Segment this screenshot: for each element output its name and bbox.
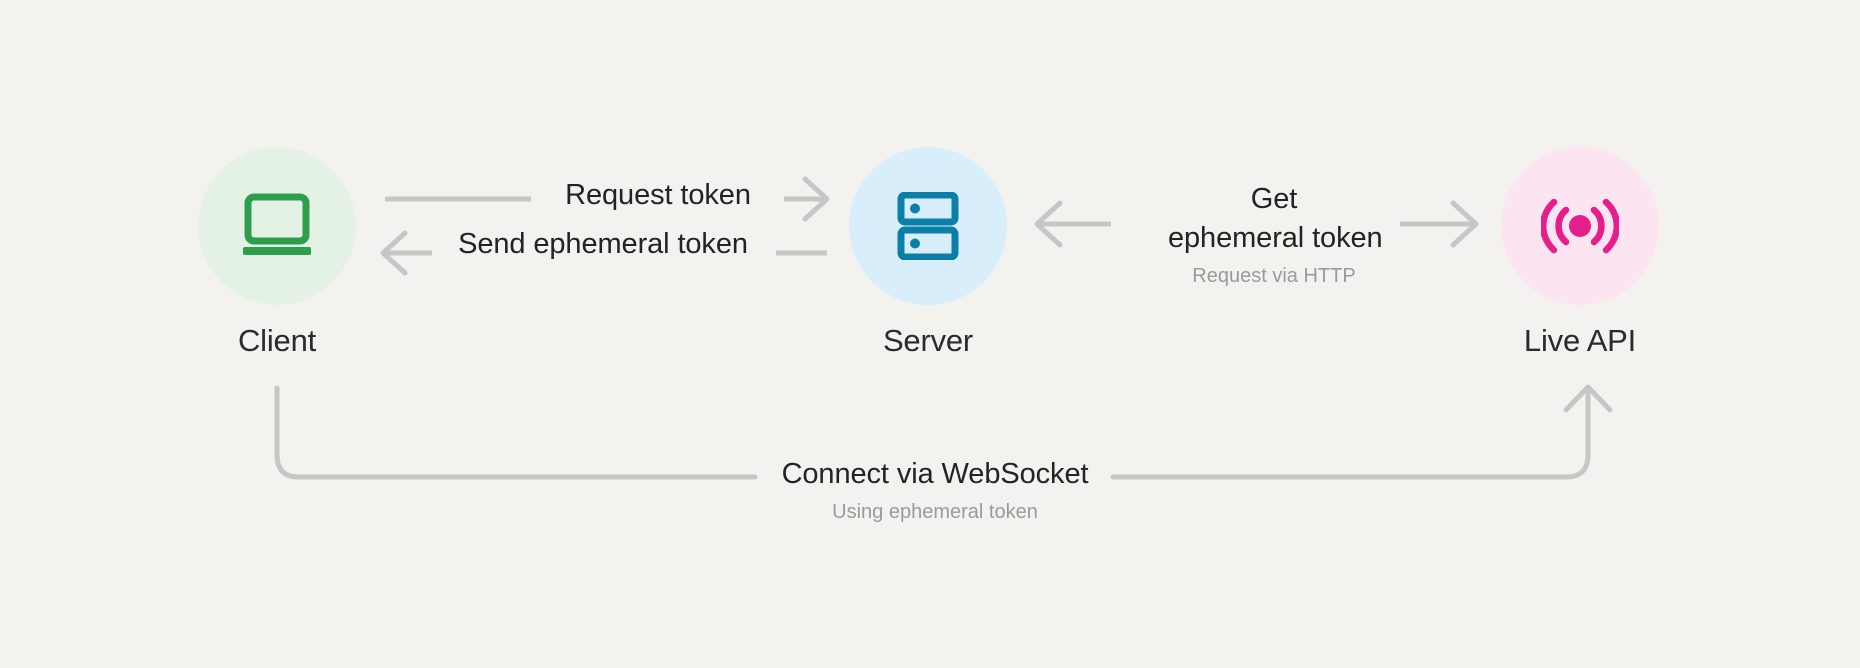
- websocket-arrowhead-up: [1563, 384, 1613, 413]
- get-token-right-arrow: [1400, 200, 1479, 248]
- node-client-circle: [198, 147, 356, 305]
- node-client-label: Client: [237, 323, 317, 358]
- get-token-arrowhead-right: [1450, 200, 1479, 248]
- edge-label-get-ephemeral-token-line1: Get: [1250, 183, 1298, 215]
- edge-label-connect-websocket-primary: Connect via WebSocket: [781, 458, 1089, 490]
- node-client[interactable]: Client: [198, 147, 356, 359]
- request-token-arrowhead-right: [802, 176, 830, 222]
- websocket-path-left: [274, 385, 758, 480]
- edge-label-send-ephemeral-token: Send ephemeral token: [443, 225, 763, 264]
- node-live-api[interactable]: Live API: [1501, 147, 1659, 359]
- request-token-connector: [385, 176, 830, 222]
- server-icon: [897, 192, 959, 260]
- node-live-api-circle: [1501, 147, 1659, 305]
- edge-label-connect-websocket: Connect via WebSocket Using ephemeral to…: [765, 455, 1105, 525]
- edge-label-get-ephemeral-token-line2: ephemeral token: [1168, 222, 1383, 254]
- edge-label-request-token-primary: Request token: [565, 179, 751, 211]
- node-server-circle: [849, 147, 1007, 305]
- edge-label-request-token: Request token: [554, 176, 762, 215]
- get-token-left-arrow: [1034, 200, 1111, 248]
- websocket-connector: [274, 384, 1613, 480]
- edge-label-send-ephemeral-token-primary: Send ephemeral token: [458, 228, 748, 260]
- node-live-api-label: Live API: [1523, 323, 1637, 358]
- get-token-arrowhead-left: [1034, 200, 1063, 248]
- broadcast-icon: [1541, 198, 1619, 254]
- edge-label-connect-websocket-secondary: Using ephemeral token: [832, 501, 1038, 523]
- websocket-path-right: [1110, 385, 1591, 480]
- node-server-label: Server: [882, 323, 974, 358]
- send-token-arrowhead-left: [380, 230, 408, 276]
- laptop-icon: [243, 193, 311, 255]
- edge-label-get-ephemeral-token-secondary: Request via HTTP: [1192, 265, 1356, 287]
- send-ephemeral-token-connector: [380, 230, 827, 276]
- node-server[interactable]: Server: [849, 147, 1007, 359]
- edge-label-get-ephemeral-token: Get ephemeral token Request via HTTP: [1168, 180, 1383, 289]
